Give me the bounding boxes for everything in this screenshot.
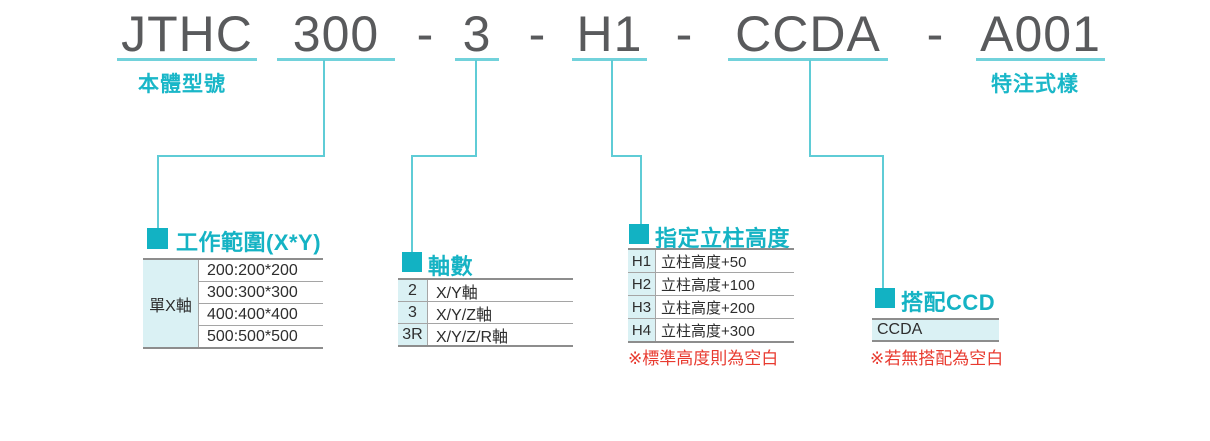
axis-code: 2 — [398, 280, 428, 301]
table-row: H2 立柱高度+100 — [628, 273, 794, 296]
column-height-table: H1 立柱高度+50 H2 立柱高度+100 H3 立柱高度+200 H4 立柱… — [628, 248, 794, 343]
code-segment-special-spec: A001 — [976, 8, 1105, 61]
ccd-value-cell: CCDA — [872, 318, 999, 342]
work-range-value: 200:200*200 — [207, 261, 298, 279]
height-desc: 立柱高度+100 — [661, 276, 755, 294]
connector-work-range-drop — [323, 60, 325, 157]
work-range-value: 400:400*400 — [207, 305, 298, 323]
label-body-model: 本體型號 — [138, 73, 226, 96]
connector-ccd-jog — [809, 155, 884, 157]
section-heading-work-range: 工作範圍(X*Y) — [176, 230, 322, 255]
table-row: 3R X/Y/Z/R軸 — [398, 324, 573, 346]
connector-height-down — [640, 157, 642, 224]
code-segment-column-height: H1 — [572, 8, 647, 61]
table-row: 200:200*200 — [199, 260, 323, 282]
axis-desc: X/Y/Z/R軸 — [436, 328, 509, 346]
connector-work-range-jog — [157, 155, 325, 157]
axis-code: 3R — [398, 324, 428, 345]
section-heading-ccd: 搭配CCD — [901, 290, 996, 315]
work-range-table: 單X軸 200:200*200 300:300*300 400:400*400 … — [143, 258, 323, 349]
connector-work-range-down — [157, 157, 159, 228]
work-range-value: 300:300*300 — [207, 283, 298, 301]
table-row: 3 X/Y/Z軸 — [398, 302, 573, 324]
axis-desc: X/Y軸 — [436, 284, 478, 302]
connector-axis-down — [411, 157, 413, 252]
connector-height-drop — [611, 60, 613, 157]
work-range-row-header: 單X軸 — [143, 260, 199, 347]
axis-code: 3 — [398, 302, 428, 323]
code-segment-work-range: 300 — [277, 8, 395, 61]
table-row: 400:400*400 — [199, 304, 323, 326]
table-row: H3 立柱高度+200 — [628, 296, 794, 319]
connector-ccd-drop — [809, 60, 811, 157]
bullet-square-icon — [402, 252, 422, 272]
section-heading-axis-count: 軸數 — [428, 254, 474, 279]
bullet-square-icon — [875, 288, 895, 308]
ccd-note: ※若無搭配為空白 — [870, 349, 1004, 368]
axis-count-table: 2 X/Y軸 3 X/Y/Z軸 3R X/Y/Z/R軸 — [398, 278, 573, 347]
label-special-spec: 特注式樣 — [991, 73, 1079, 96]
axis-desc: X/Y/Z軸 — [436, 306, 493, 324]
work-range-value: 500:500*500 — [207, 327, 298, 345]
code-segment-body-model: JTHC — [117, 8, 257, 61]
code-separator: - — [528, 6, 546, 62]
code-segment-ccd: CCDA — [728, 8, 888, 61]
code-separator: - — [416, 6, 434, 62]
column-height-note: ※標準高度則為空白 — [628, 349, 779, 368]
height-code: H4 — [628, 319, 656, 341]
code-separator: - — [926, 6, 944, 62]
bullet-square-icon — [147, 228, 168, 249]
height-desc: 立柱高度+50 — [661, 253, 747, 271]
height-code: H1 — [628, 250, 656, 272]
table-row: H1 立柱高度+50 — [628, 250, 794, 273]
table-row: 300:300*300 — [199, 282, 323, 304]
code-segment-axis-count: 3 — [455, 8, 499, 61]
connector-ccd-down — [882, 157, 884, 288]
height-desc: 立柱高度+200 — [661, 299, 755, 317]
height-desc: 立柱高度+300 — [661, 322, 755, 340]
table-row: 500:500*500 — [199, 326, 323, 347]
code-separator: - — [675, 6, 693, 62]
height-code: H3 — [628, 296, 656, 318]
connector-axis-jog — [411, 155, 477, 157]
height-code: H2 — [628, 273, 656, 295]
bullet-square-icon — [629, 224, 649, 244]
connector-height-jog — [611, 155, 642, 157]
table-row: 2 X/Y軸 — [398, 280, 573, 302]
table-row: H4 立柱高度+300 — [628, 319, 794, 341]
connector-axis-drop — [475, 60, 477, 157]
section-heading-column-height: 指定立柱高度 — [655, 226, 791, 251]
